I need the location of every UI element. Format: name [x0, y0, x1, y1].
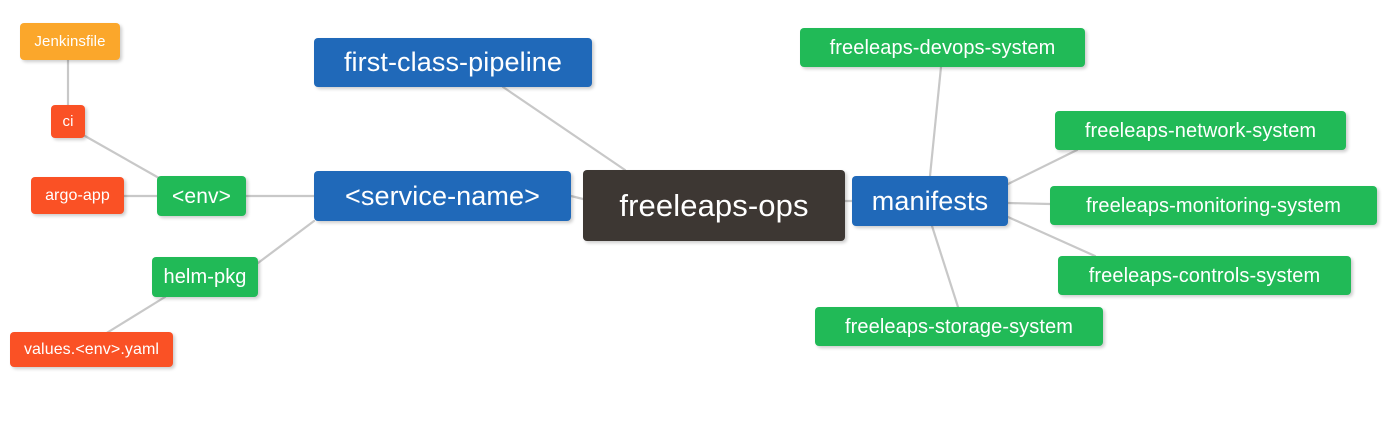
node-argo-app[interactable]: argo-app — [31, 177, 124, 214]
node-helm-pkg[interactable]: helm-pkg — [152, 257, 258, 297]
edge-service-name-helm-pkg — [256, 219, 316, 265]
edge-manifests-storage — [930, 224, 960, 309]
node-values-yaml[interactable]: values.<env>.yaml — [10, 332, 173, 367]
node-freeleaps-ops[interactable]: freeleaps-ops — [583, 170, 845, 241]
node-freeleaps-network-system[interactable]: freeleaps-network-system — [1055, 111, 1346, 150]
node-label-first-class-pipeline: first-class-pipeline — [343, 47, 563, 77]
edge-manifests-monitoring — [1006, 201, 1052, 206]
node-freeleaps-devops-system[interactable]: freeleaps-devops-system — [800, 28, 1085, 67]
node-jenkinsfile[interactable]: Jenkinsfile — [20, 23, 120, 60]
node-freeleaps-monitoring-system[interactable]: freeleaps-monitoring-system — [1050, 186, 1377, 225]
edge-first-class-pipeline-ops — [501, 85, 627, 172]
node-label-freeleaps-storage-system: freeleaps-storage-system — [844, 315, 1074, 338]
node-label-values-yaml: values.<env>.yaml — [23, 340, 160, 358]
node-label-manifests: manifests — [871, 185, 989, 216]
node-ci[interactable]: ci — [51, 105, 85, 138]
node-label-env: <env> — [172, 184, 231, 208]
node-label-freeleaps-devops-system: freeleaps-devops-system — [829, 36, 1056, 59]
node-label-freeleaps-ops: freeleaps-ops — [619, 188, 809, 223]
node-label-freeleaps-network-system: freeleaps-network-system — [1084, 119, 1317, 142]
node-env[interactable]: <env> — [157, 176, 246, 216]
edge-ci-env — [83, 134, 161, 180]
node-label-freeleaps-controls-system: freeleaps-controls-system — [1088, 264, 1321, 287]
edge-service-name-ops — [569, 194, 585, 201]
node-manifests[interactable]: manifests — [852, 176, 1008, 226]
node-freeleaps-controls-system[interactable]: freeleaps-controls-system — [1058, 256, 1351, 295]
node-label-ci: ci — [62, 113, 74, 130]
node-first-class-pipeline[interactable]: first-class-pipeline — [314, 38, 592, 87]
node-label-service-name: <service-name> — [345, 180, 540, 211]
node-label-jenkinsfile: Jenkinsfile — [34, 33, 106, 50]
node-label-freeleaps-monitoring-system: freeleaps-monitoring-system — [1085, 194, 1341, 217]
edge-helm-pkg-values-yaml — [103, 295, 167, 336]
node-label-argo-app: argo-app — [45, 186, 110, 204]
node-service-name[interactable]: <service-name> — [314, 171, 571, 221]
edge-manifests-network — [1006, 148, 1079, 186]
edge-manifests-devops — [928, 65, 943, 178]
node-label-helm-pkg: helm-pkg — [163, 266, 247, 288]
node-freeleaps-storage-system[interactable]: freeleaps-storage-system — [815, 307, 1103, 346]
